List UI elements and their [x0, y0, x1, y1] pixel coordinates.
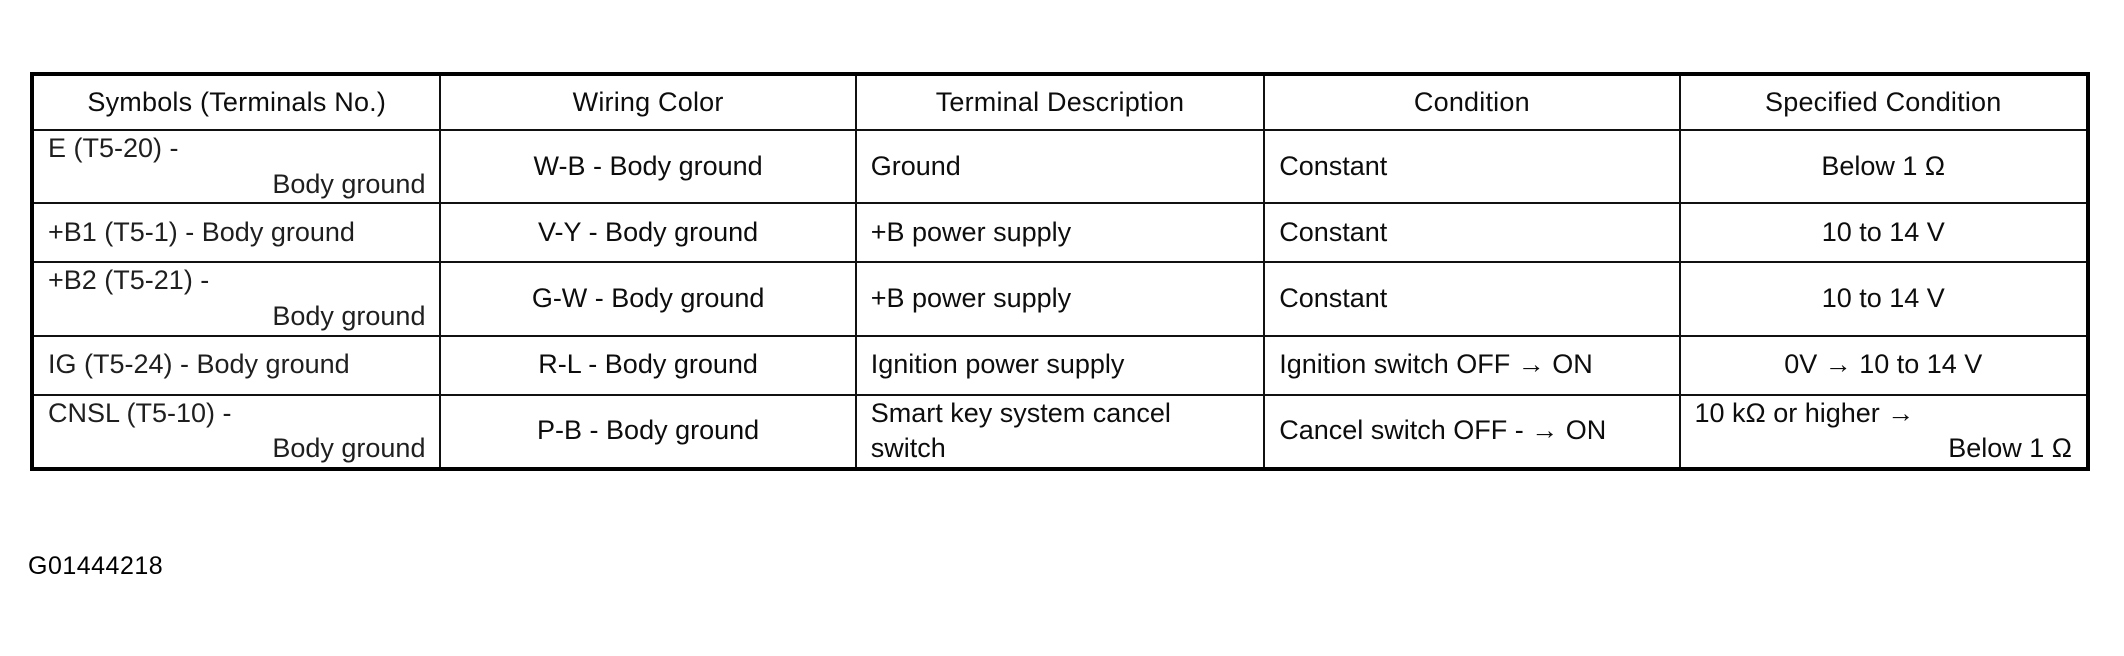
cell-terminal-description: +B power supply	[854, 202, 1266, 264]
cell-specified-condition: 10 kΩ or higher → Below 1 Ω	[1678, 393, 2089, 470]
cell-terminal-description: Ignition power supply	[854, 334, 1266, 396]
cell-specified-condition: Below 1 Ω	[1678, 128, 2089, 205]
column-header-terminal-description: Terminal Description	[854, 73, 1266, 131]
specified-line-primary: 10 kΩ or higher →	[1694, 397, 1915, 428]
table-row: +B2 (T5-21) - Body ground G-W - Body gro…	[30, 261, 2089, 337]
cell-symbols: +B1 (T5-1) - Body ground	[30, 202, 442, 264]
table-header-row: Symbols (Terminals No.) Wiring Color Ter…	[30, 73, 2089, 131]
cell-condition: Cancel switch OFF - → ON	[1263, 393, 1681, 470]
table-row: E (T5-20) - Body ground W-B - Body groun…	[30, 128, 2089, 205]
cell-symbols: CNSL (T5-10) - Body ground	[30, 393, 442, 470]
cell-terminal-description: Ground	[854, 128, 1266, 205]
cell-wiring-color: P-B - Body ground	[439, 393, 857, 470]
table-body: E (T5-20) - Body ground W-B - Body groun…	[30, 128, 2089, 470]
cell-symbols: +B2 (T5-21) - Body ground	[30, 261, 442, 337]
cell-specified-condition: 10 to 14 V	[1678, 261, 2089, 337]
cell-wiring-color: R-L - Body ground	[439, 334, 857, 396]
cell-terminal-description: +B power supply	[854, 261, 1266, 337]
column-header-wiring-color: Wiring Color	[439, 73, 857, 131]
cell-symbols: IG (T5-24) - Body ground	[30, 334, 442, 396]
cell-symbols: E (T5-20) - Body ground	[30, 128, 442, 205]
symbol-line-primary: CNSL (T5-10) -	[48, 397, 232, 428]
terminal-description-text: Smart key system cancel switch	[870, 397, 1171, 464]
cell-specified-condition: 0V → 10 to 14 V	[1678, 334, 2089, 396]
figure-id-label: G01444218	[28, 552, 164, 580]
column-header-symbols: Symbols (Terminals No.)	[30, 73, 442, 131]
cell-wiring-color: V-Y - Body ground	[439, 202, 857, 264]
table-row: IG (T5-24) - Body ground R-L - Body grou…	[30, 334, 2089, 396]
column-header-condition: Condition	[1263, 73, 1681, 131]
cell-condition: Constant	[1263, 202, 1681, 264]
symbol-line-secondary: Body ground	[272, 168, 426, 199]
symbol-line-primary: +B2 (T5-21) -	[48, 265, 210, 296]
symbol-line-primary: E (T5-20) -	[48, 133, 179, 163]
column-header-specified-condition: Specified Condition	[1678, 73, 2089, 131]
cell-wiring-color: G-W - Body ground	[439, 261, 857, 337]
cell-condition: Constant	[1263, 128, 1681, 205]
table-row: CNSL (T5-10) - Body ground P-B - Body gr…	[30, 393, 2089, 470]
cell-terminal-description: Smart key system cancel switch	[854, 393, 1266, 470]
cell-wiring-color: W-B - Body ground	[439, 128, 857, 205]
cell-condition: Ignition switch OFF → ON	[1263, 334, 1681, 396]
cell-condition: Constant	[1263, 261, 1681, 337]
symbol-line-secondary: Body ground	[272, 300, 426, 331]
specified-line-secondary: Below 1 Ω	[1948, 433, 2072, 464]
terminal-inspection-table: Symbols (Terminals No.) Wiring Color Ter…	[30, 72, 2090, 471]
table-header: Symbols (Terminals No.) Wiring Color Ter…	[30, 73, 2089, 131]
cell-specified-condition: 10 to 14 V	[1678, 202, 2089, 264]
table-row: +B1 (T5-1) - Body ground V-Y - Body grou…	[30, 202, 2089, 264]
symbol-line-secondary: Body ground	[272, 433, 426, 464]
